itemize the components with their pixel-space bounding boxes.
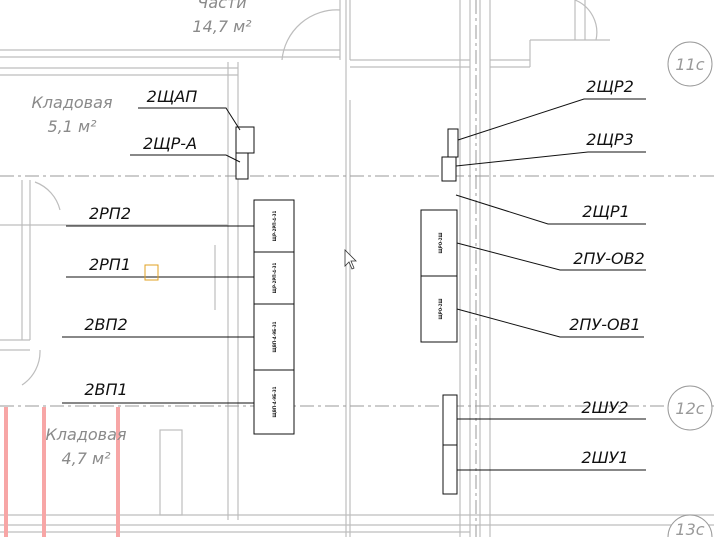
panel-box-2shu2[interactable] xyxy=(442,394,458,446)
panel-box-2shchr2[interactable] xyxy=(447,128,459,158)
axis-label-13c: 13с xyxy=(675,520,704,537)
label-2pu-ov2: 2ПУ-ОВ2 xyxy=(573,249,644,268)
label-2shchr2: 2ЩР2 xyxy=(586,77,634,96)
panel-mark-2pu-ov2: ЩРО-2Ш xyxy=(438,232,443,253)
panel-box-2shu1[interactable] xyxy=(442,444,458,495)
label-2shchr1: 2ЩР1 xyxy=(582,202,630,221)
label-2vp1: 2ВП1 xyxy=(84,380,127,399)
room-area-2: 4,7 м² xyxy=(61,449,111,468)
room-name-0: Части xyxy=(197,0,246,12)
label-2rp1: 2РП1 xyxy=(89,255,131,274)
label-2shchr-a: 2ЩР-А xyxy=(143,134,197,153)
panel-box-2shchap[interactable] xyxy=(235,126,255,154)
panel-box-2rp2[interactable] xyxy=(253,199,295,253)
panel-mark-2rp2: ЩР-2РП-4-31 xyxy=(272,210,277,241)
panel-box-2pu-ov2[interactable] xyxy=(420,209,458,277)
room-area-1: 5,1 м² xyxy=(47,117,97,136)
label-2shchr3: 2ЩР3 xyxy=(586,130,634,149)
highlight-bars xyxy=(4,407,120,537)
axis-label-11c: 11с xyxy=(675,55,704,74)
room-area-0: 14,7 м² xyxy=(192,17,252,36)
label-2vp2: 2ВП2 xyxy=(84,315,127,334)
axis-bubble-12c xyxy=(667,385,713,431)
panel-box-2shchr3[interactable] xyxy=(441,156,457,182)
axis-bubbles xyxy=(667,41,713,542)
panel-box-2rp1[interactable] xyxy=(253,251,295,305)
room-name-2: Кладовая xyxy=(45,425,126,444)
selection-marker[interactable] xyxy=(144,264,159,281)
right-panel-boxes xyxy=(420,128,459,495)
room-name-1: Кладовая xyxy=(31,93,112,112)
left-panel-boxes xyxy=(235,126,295,435)
panel-mark-2vp2: ЩВП-4-9Б-31 xyxy=(272,321,277,352)
axis-label-12c: 12с xyxy=(675,399,704,418)
panel-box-2shchr-a[interactable] xyxy=(235,152,249,180)
cursor-icon xyxy=(344,249,357,270)
right-leaders xyxy=(455,98,646,471)
panel-mark-2vp1: ЩВП-4-9Б-31 xyxy=(272,386,277,417)
panel-mark-2rp1: ЩР-2РП-4-31 xyxy=(272,262,277,293)
label-2shchap: 2ЩАП xyxy=(147,87,198,106)
left-leaders xyxy=(62,107,254,404)
label-2shu2: 2ШУ2 xyxy=(581,398,628,417)
label-2shu1: 2ШУ1 xyxy=(581,448,628,467)
panel-box-2vp1[interactable] xyxy=(253,369,295,435)
label-2pu-ov1: 2ПУ-ОВ1 xyxy=(569,315,640,334)
label-2rp2: 2РП2 xyxy=(89,204,131,223)
panel-mark-2pu-ov1: ЩРО-2Ш xyxy=(438,298,443,319)
axis-bubble-11c xyxy=(667,41,713,87)
